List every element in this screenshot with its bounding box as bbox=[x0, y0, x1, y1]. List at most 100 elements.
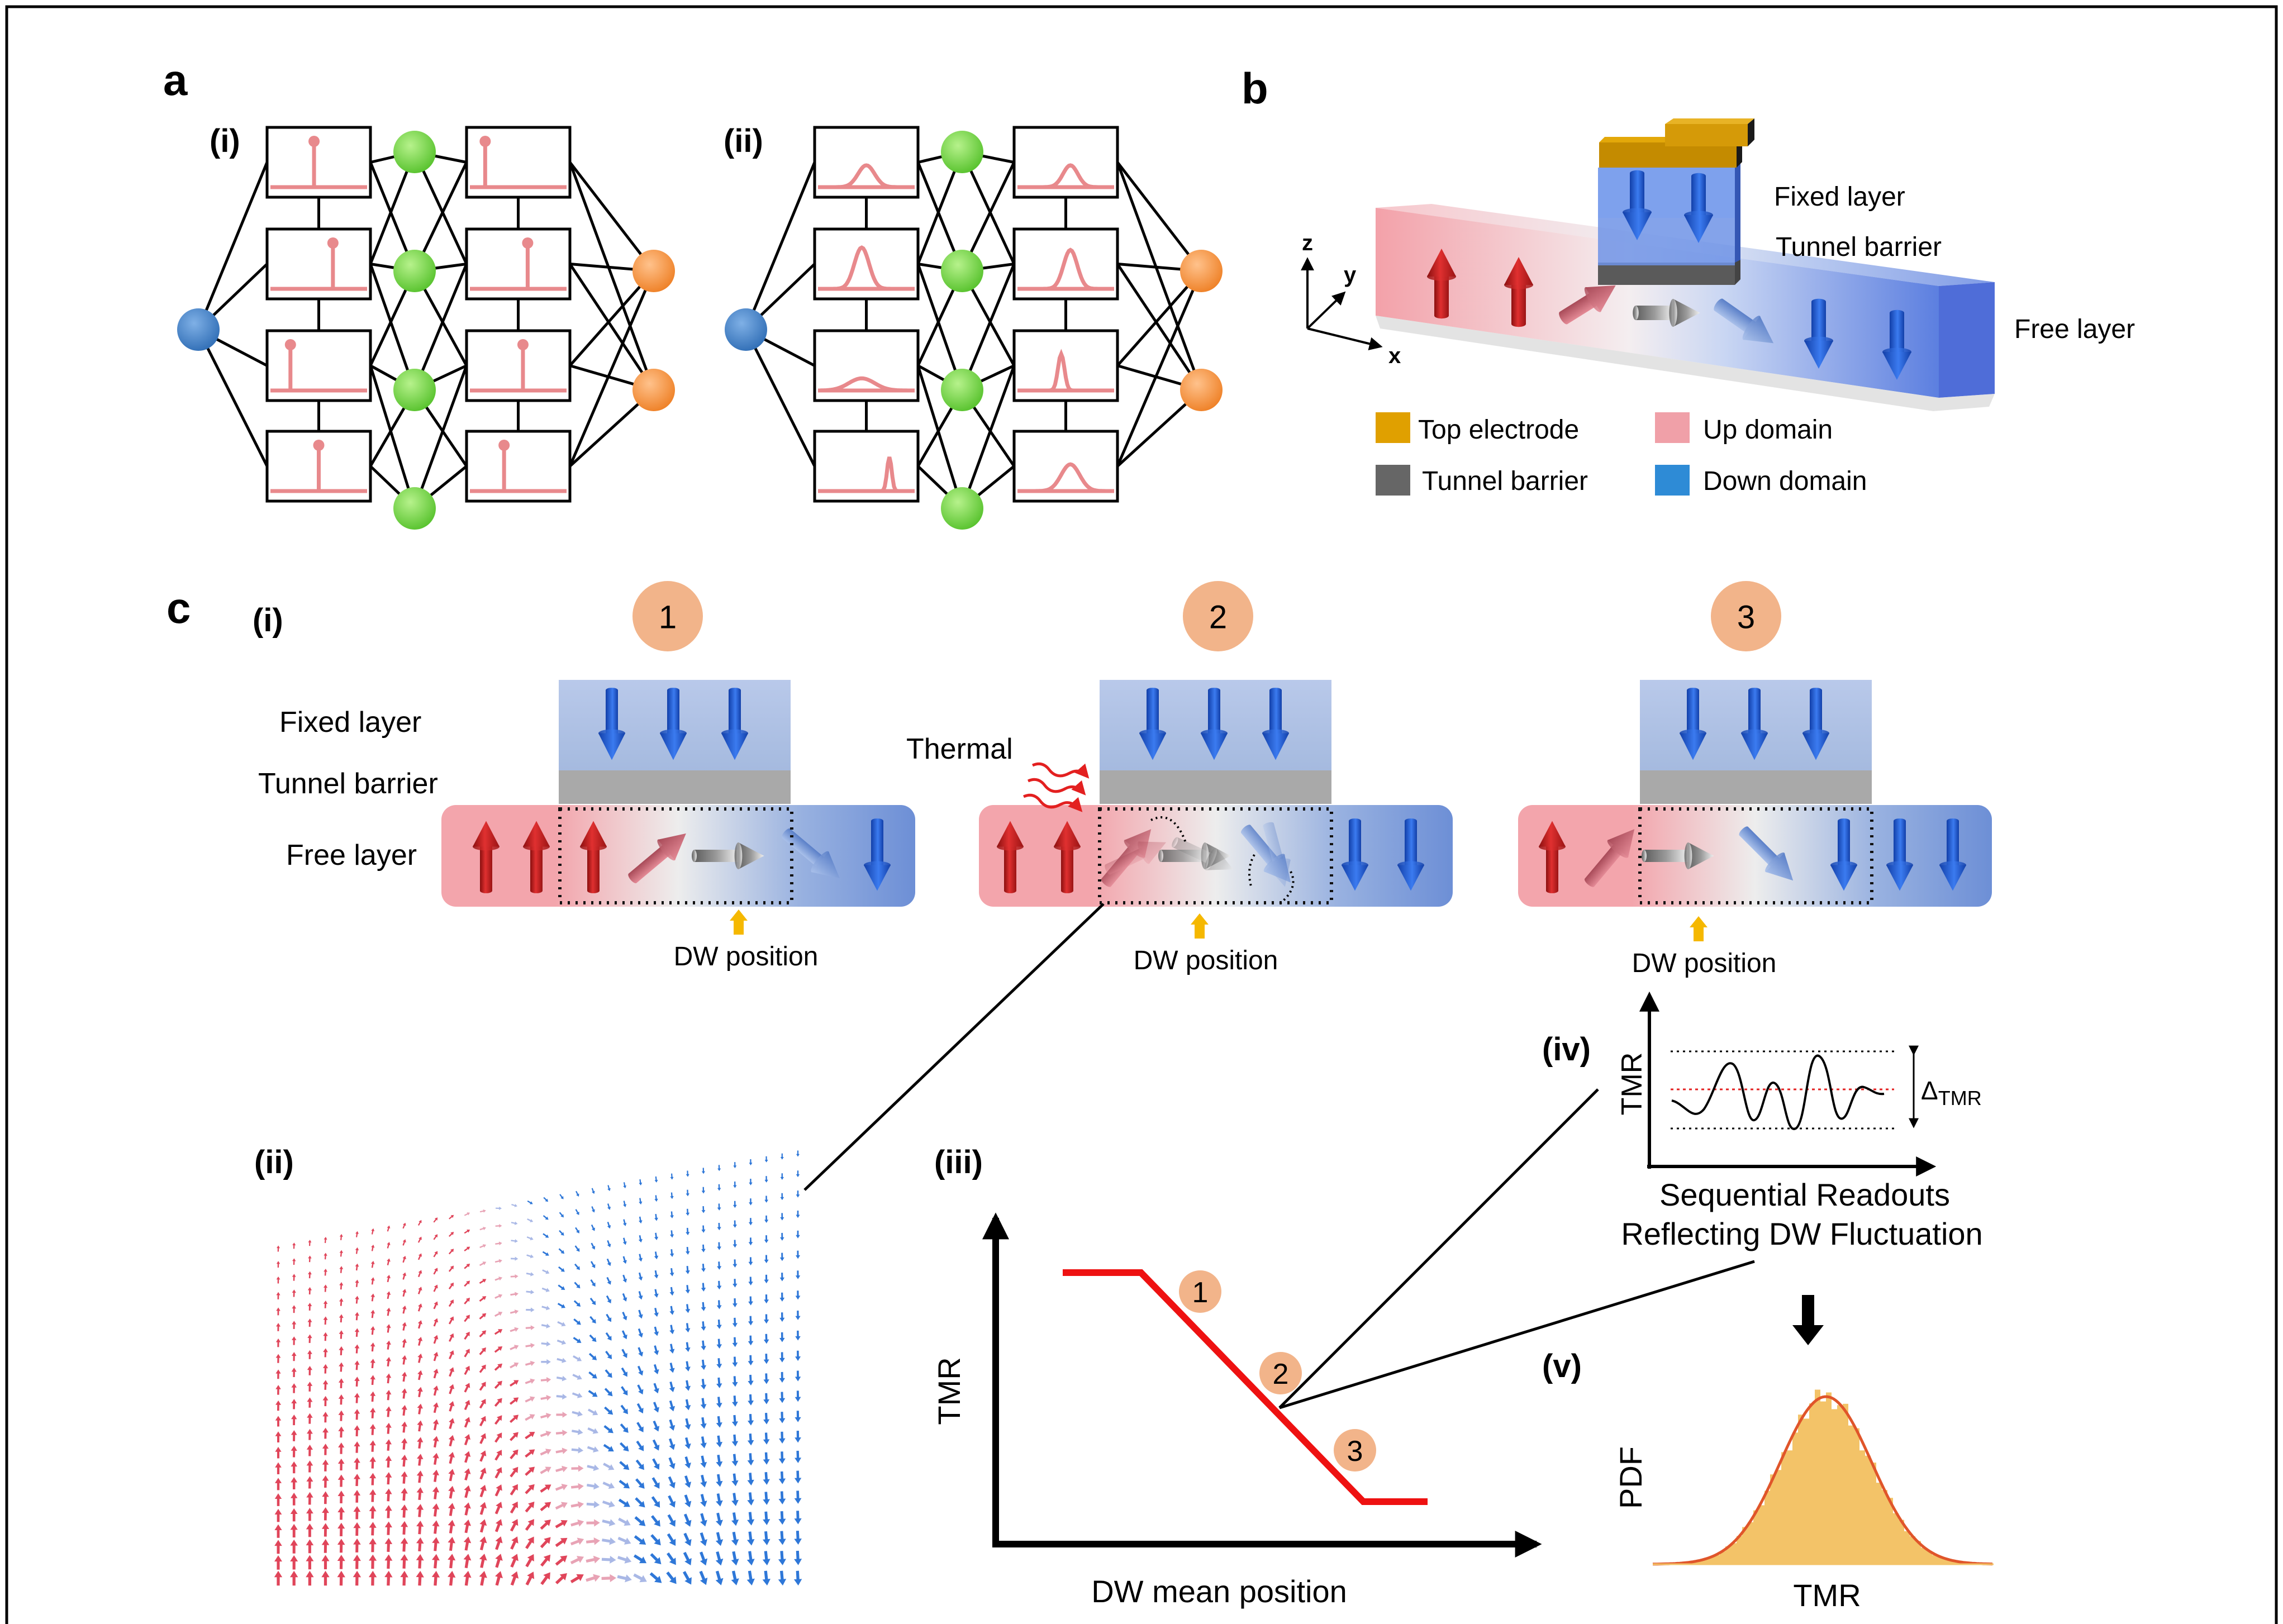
delta-symbol: Δ bbox=[1921, 1076, 1938, 1105]
lattice-spin bbox=[416, 1487, 424, 1501]
lattice-spin bbox=[668, 1476, 676, 1489]
lattice-spin bbox=[557, 1358, 567, 1363]
lattice-spin bbox=[701, 1302, 706, 1311]
lattice-spin bbox=[778, 1491, 786, 1504]
spin-up-arrow bbox=[1427, 249, 1456, 319]
lattice-spin bbox=[290, 1570, 298, 1586]
activation-box bbox=[1012, 430, 1119, 503]
lattice-spin bbox=[494, 1259, 502, 1263]
lattice-spin bbox=[291, 1492, 298, 1506]
lattice-spin bbox=[746, 1531, 755, 1546]
lattice-spin bbox=[384, 1505, 392, 1518]
panel-a: a (i) (ii) bbox=[163, 55, 1223, 530]
lattice-spin bbox=[464, 1280, 470, 1287]
lattice-spin bbox=[749, 1179, 753, 1185]
lattice-spin bbox=[464, 1263, 470, 1269]
lattice-spin bbox=[322, 1491, 329, 1504]
lattice-spin bbox=[510, 1449, 519, 1460]
lattice-spin bbox=[654, 1326, 659, 1336]
lattice-spin bbox=[606, 1258, 611, 1266]
lattice-spin bbox=[764, 1274, 769, 1284]
lattice-spin bbox=[701, 1283, 706, 1292]
lattice-spin bbox=[495, 1554, 503, 1568]
lattice-spin bbox=[555, 1484, 568, 1491]
lattice-spin bbox=[700, 1551, 708, 1566]
lattice-spin bbox=[555, 1447, 568, 1454]
lattice-spin bbox=[587, 1408, 598, 1416]
lattice-spin bbox=[464, 1468, 471, 1480]
lattice-spin bbox=[603, 1425, 613, 1433]
lattice-spin bbox=[556, 1375, 567, 1382]
state-2: 2DW position bbox=[979, 581, 1453, 975]
lattice-spin bbox=[355, 1312, 359, 1321]
lattice-spin bbox=[635, 1459, 644, 1470]
network-a-i bbox=[177, 126, 675, 530]
lattice-spin bbox=[716, 1455, 723, 1468]
fluctuation-curls bbox=[1150, 816, 1295, 905]
lattice-spin bbox=[525, 1536, 534, 1549]
lattice-spin bbox=[449, 1384, 455, 1394]
lattice-spin bbox=[700, 1474, 707, 1488]
lattice-spin bbox=[684, 1437, 691, 1450]
lattice-spin bbox=[384, 1521, 392, 1535]
lattice-spin bbox=[510, 1519, 519, 1532]
state-number: 3 bbox=[1737, 599, 1755, 636]
lattice-spin bbox=[494, 1519, 503, 1532]
lattice-spin bbox=[573, 1318, 581, 1325]
lattice-spin bbox=[764, 1314, 769, 1324]
lattice-spin bbox=[603, 1463, 615, 1470]
lattice-spin bbox=[417, 1220, 422, 1226]
lattice-spin bbox=[354, 1344, 360, 1354]
spin-tilted-arrow bbox=[1559, 285, 1616, 325]
lattice-spin bbox=[448, 1265, 454, 1272]
lattice-spin bbox=[448, 1435, 455, 1447]
fixed-layer-arrow bbox=[721, 688, 748, 760]
lattice-spin bbox=[369, 1424, 376, 1435]
lattice-spin bbox=[684, 1380, 691, 1391]
lattice-spin bbox=[717, 1203, 721, 1211]
lattice-spin bbox=[700, 1532, 707, 1546]
lattice-spin bbox=[602, 1482, 615, 1489]
lattice-spin bbox=[795, 1311, 801, 1320]
lattice-spin bbox=[686, 1189, 689, 1197]
lattice-spin bbox=[716, 1300, 722, 1309]
lattice-spin bbox=[386, 1291, 391, 1299]
lattice-spin bbox=[669, 1438, 676, 1450]
lattice-spin bbox=[511, 1239, 518, 1243]
lattice-spin bbox=[464, 1485, 471, 1498]
legend-swatch-down-domain bbox=[1655, 465, 1690, 496]
lattice-spin bbox=[796, 1230, 800, 1239]
lattice-spin bbox=[479, 1468, 487, 1480]
lattice-spin bbox=[290, 1539, 298, 1554]
lattice-spin bbox=[495, 1571, 503, 1586]
lattice-spin bbox=[354, 1377, 360, 1387]
lattice-spin bbox=[747, 1512, 755, 1526]
tunnel-barrier-block bbox=[1100, 770, 1331, 804]
lattice-spin bbox=[607, 1240, 611, 1247]
lattice-spin bbox=[556, 1393, 567, 1400]
lattice-spin bbox=[669, 1325, 675, 1335]
lattice-spin bbox=[292, 1242, 296, 1249]
spin-arrow bbox=[1886, 818, 1913, 891]
lattice-spin bbox=[355, 1296, 359, 1304]
lattice-spin bbox=[292, 1321, 297, 1329]
readout-axes bbox=[1639, 991, 1937, 1177]
spin-arrow bbox=[1342, 818, 1368, 891]
lattice-spin bbox=[620, 1404, 628, 1415]
lattice-spin bbox=[683, 1532, 692, 1546]
lattice-spin bbox=[557, 1321, 566, 1327]
fixed-layer-arrow bbox=[1139, 688, 1166, 760]
lattice-spin bbox=[416, 1537, 424, 1552]
lattice-spin bbox=[526, 1272, 534, 1277]
panel-c-i-label: (i) bbox=[253, 602, 283, 639]
lattice-spin bbox=[464, 1502, 471, 1516]
lattice-spin bbox=[717, 1184, 721, 1191]
lattice-spin bbox=[764, 1176, 768, 1183]
lattice-spin bbox=[620, 1423, 629, 1433]
lattice-spin bbox=[543, 1233, 549, 1238]
lattice-spin bbox=[540, 1554, 551, 1567]
lattice-spin bbox=[635, 1497, 645, 1508]
spin-arrow bbox=[1739, 826, 1794, 881]
lattice-spin bbox=[401, 1455, 408, 1467]
axis-z-label: z bbox=[1302, 231, 1313, 255]
